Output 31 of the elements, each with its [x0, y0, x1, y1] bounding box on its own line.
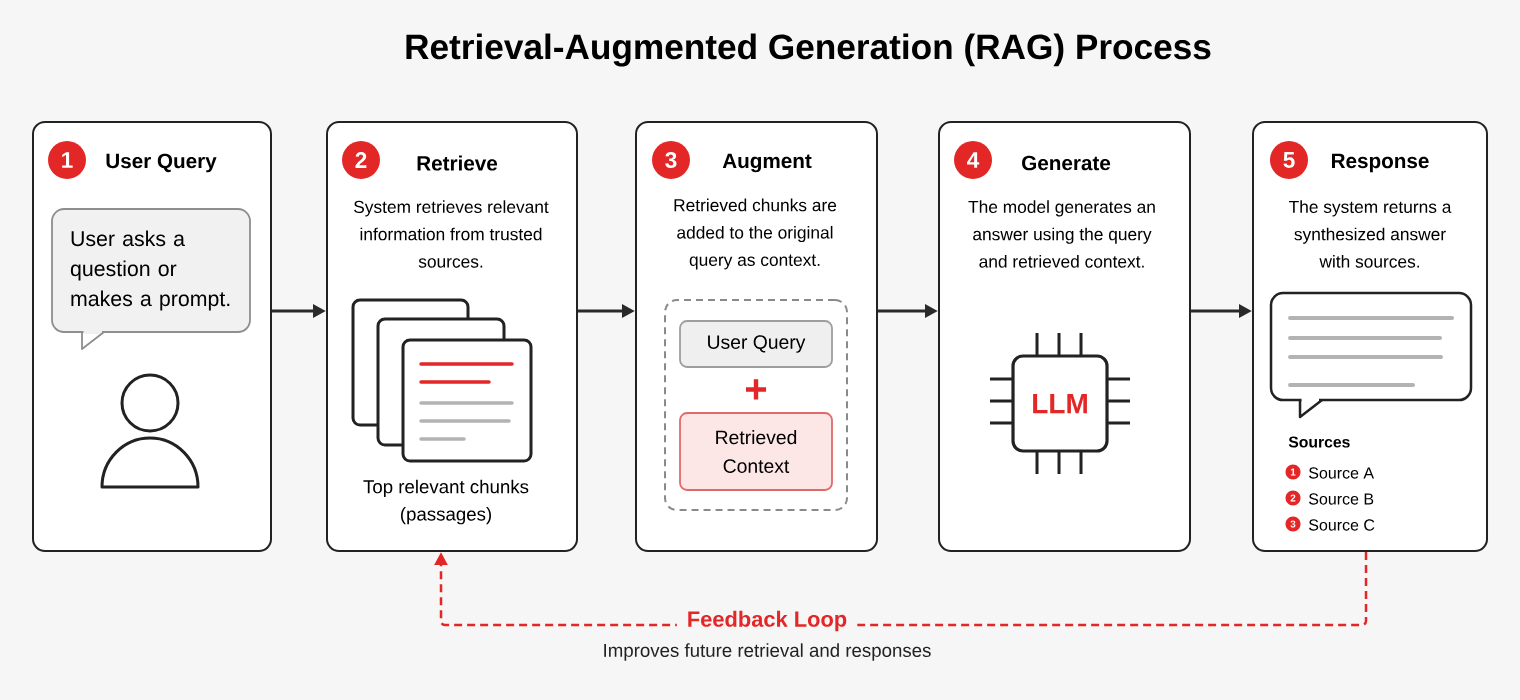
plus-sign: + — [746, 379, 767, 400]
card-heading: Generate — [1022, 155, 1111, 171]
text-box: Retrieved Context — [679, 412, 833, 491]
number-badge: 3 — [652, 141, 690, 179]
list-item: Source A — [1309, 467, 1375, 479]
text-box: User Query — [679, 320, 833, 368]
processor-chip: LLM — [988, 331, 1132, 476]
list-item: Source C — [1309, 519, 1375, 531]
card-heading: User Query — [106, 153, 217, 173]
number-badge: 5 — [1270, 141, 1308, 179]
description: The system returns a synthesized answer with sources. — [1289, 200, 1452, 268]
number-badge: 1 — [48, 141, 86, 179]
card-text: Top relevant chunks (passages) — [363, 479, 529, 525]
speech-bubble: User asks a question or makes a prompt. — [51, 208, 251, 350]
number-badge: 4 — [954, 141, 992, 179]
list-heading: Sources — [1288, 436, 1350, 448]
number-badge: 3 — [1285, 516, 1301, 532]
dashed-box — [664, 299, 848, 511]
title: Retrieval-Augmented Generation (RAG) Process — [406, 33, 1211, 67]
description: System retrieves relevant information from trusted sources. — [354, 200, 549, 268]
edge-label: Feedback Loop — [676, 606, 858, 636]
note: Improves future retrieval and responses — [604, 643, 931, 661]
list-item: Source B — [1309, 493, 1374, 505]
number-badge: 2 — [1285, 490, 1301, 506]
description: Retrieved chunks are added to the original query as context. — [674, 198, 837, 270]
number-badge: 1 — [1285, 464, 1301, 480]
description: The model generates an answer using the query and retrieved context. — [968, 200, 1155, 268]
card-heading: Retrieve — [417, 155, 498, 171]
card-heading: Augment — [722, 153, 812, 173]
number-badge: 2 — [342, 141, 380, 179]
card-heading: Response — [1332, 153, 1429, 173]
